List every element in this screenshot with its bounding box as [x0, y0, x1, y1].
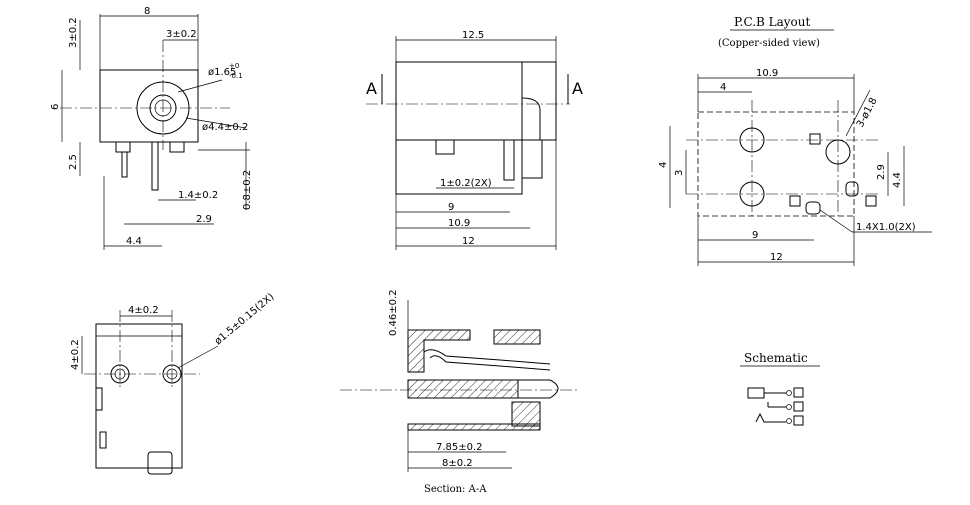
- side-d1-label: 9: [448, 202, 454, 213]
- side-body: [395, 61, 523, 141]
- side-d2-label: 10.9: [448, 218, 470, 229]
- side-length-label: 12.5: [462, 30, 484, 41]
- pcb-slot-label: 1.4X1.0(2X): [856, 222, 916, 233]
- pcb-w-top-label: 10.9: [756, 68, 778, 79]
- section-hatch-top: [407, 329, 471, 373]
- front-pin-tol-minus: -0.1: [229, 72, 243, 80]
- section-d1-label: 7.85±0.2: [436, 442, 483, 453]
- front-body: [99, 69, 199, 143]
- front-bore-dia-label: ø4.4±0.2: [202, 122, 248, 133]
- pcb-w-bottom2-label: 12: [770, 252, 783, 263]
- front-height-label: 6: [50, 104, 61, 110]
- front-pin-tol-plus: +0: [229, 62, 239, 70]
- pcb-h-right2-label: 4.4: [892, 172, 903, 188]
- section-d2-label: 8±0.2: [442, 458, 473, 469]
- side-view: 12.5 A A 1±0.2(2X) 9 10.9 12: [366, 30, 583, 250]
- pcb-title: P.C.B Layout: [734, 15, 811, 29]
- pcb-layout: P.C.B Layout (Copper-sided view) 10.9 4 …: [658, 15, 932, 266]
- front-width-label: 8: [144, 6, 150, 17]
- front-pin-width-label: 1.4±0.2: [178, 190, 218, 201]
- pcb-subtitle: (Copper-sided view): [718, 38, 820, 49]
- front-pin-dia-label: ø1.65: [208, 67, 236, 78]
- side-pin-width-label: 1±0.2(2X): [440, 178, 492, 189]
- front-pin-span-label: 2.9: [196, 214, 212, 225]
- front-hole-offset-label: 3±0.2: [166, 29, 197, 40]
- front-pin-thick-label: 0.8±0.2: [242, 170, 253, 210]
- front-pin-pitch-label: 4.4: [126, 236, 142, 247]
- pcb-w-bottom1-label: 9: [752, 230, 758, 241]
- section-hatch-mid: [407, 379, 519, 399]
- section-mark-right: A: [572, 79, 583, 98]
- bottom-pitch-label: 4±0.2: [128, 305, 159, 316]
- bottom-hole-dia-label: ø1.5±0.15(2X): [213, 291, 277, 347]
- bottom-height-label: 4±0.2: [70, 339, 81, 370]
- front-view: 8 3±0.2 3±0.2 6 2.5 ø1.65 +0 -0.1 ø4.4±0…: [50, 6, 253, 250]
- pcb-w-left-label: 4: [720, 82, 726, 93]
- pcb-h-left-label: 4: [658, 162, 669, 168]
- schematic: Schematic: [740, 351, 820, 426]
- section-caption: Section: A-A: [424, 484, 487, 495]
- section-mark-left: A: [366, 79, 377, 98]
- pcb-hole-dia-label: 3-ø1.8: [855, 96, 880, 129]
- schematic-title: Schematic: [744, 351, 808, 365]
- pcb-h-right1-label: 2.9: [876, 164, 887, 180]
- side-rear: [521, 61, 557, 141]
- side-d3-label: 12: [462, 236, 475, 247]
- pcb-outline: [697, 111, 855, 217]
- bottom-view: 4±0.2 4±0.2 ø1.5±0.15(2X): [70, 291, 277, 475]
- front-top-offset-label: 3±0.2: [68, 17, 79, 48]
- pcb-h-inner-label: 3: [674, 170, 685, 176]
- bottom-body: [95, 323, 183, 469]
- section-wall-label: 0.46±0.2: [388, 289, 399, 336]
- front-bottom-label: 2.5: [68, 154, 79, 170]
- section-view: 0.46±0.2 7.85±0.2 8±0.2 Section: A-A: [340, 289, 580, 495]
